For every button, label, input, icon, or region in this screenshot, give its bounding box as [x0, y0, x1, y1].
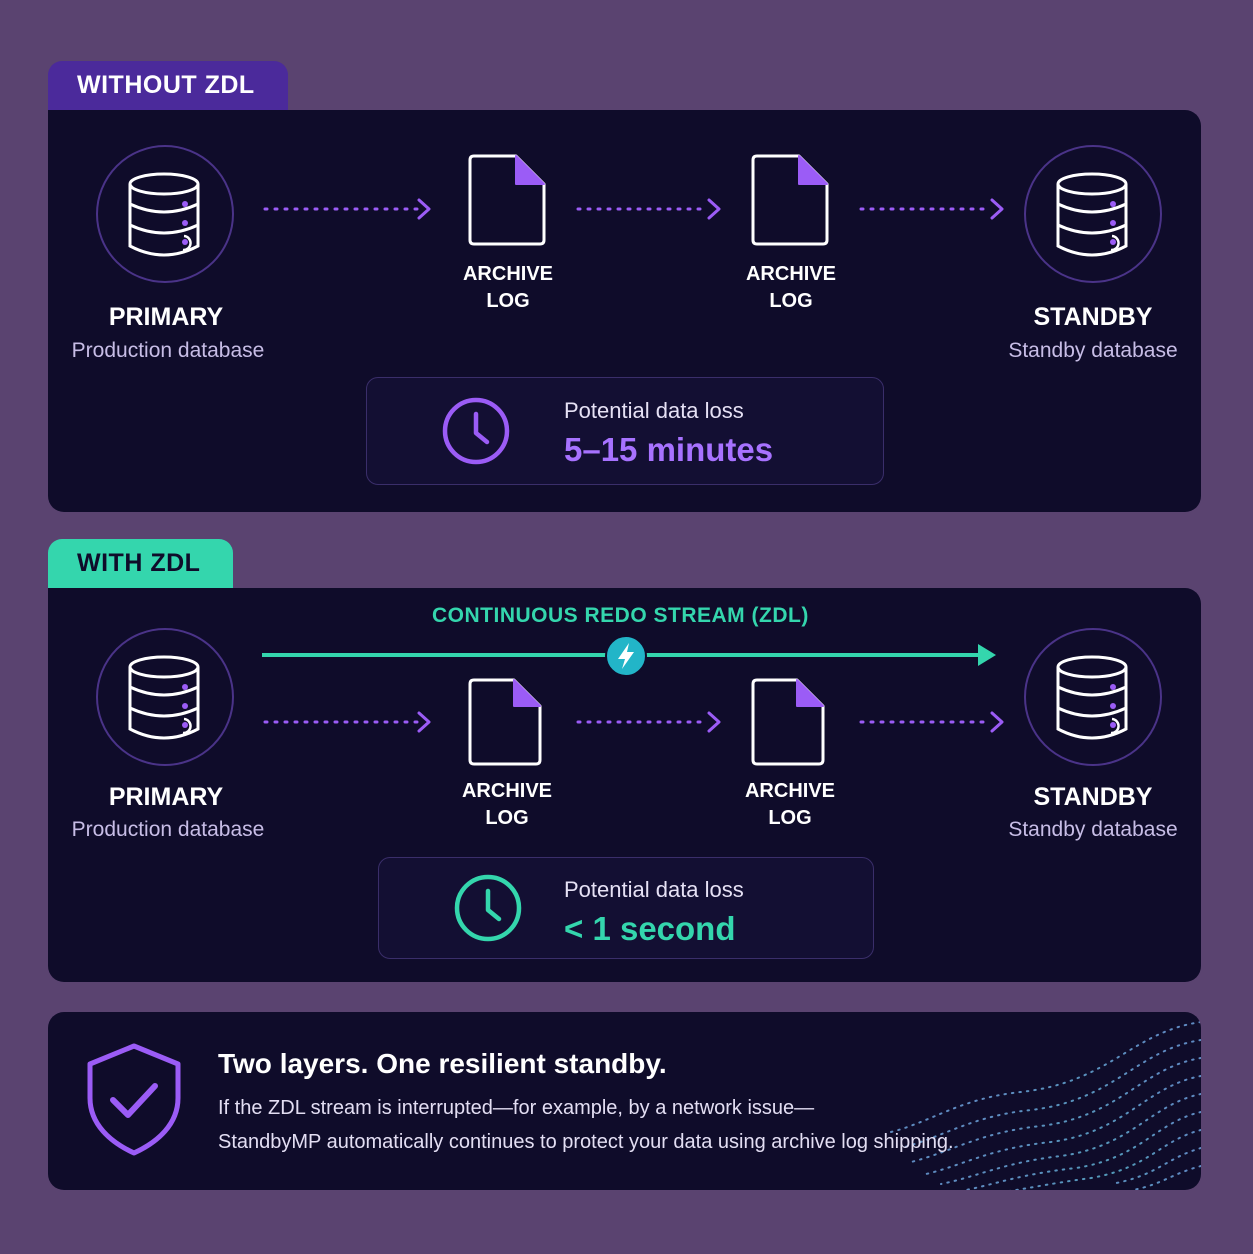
tab-without-zdl: WITHOUT ZDL — [48, 61, 288, 113]
database-icon — [1056, 655, 1128, 740]
primary-node — [96, 628, 234, 868]
primary-subtitle: Production database — [71, 339, 265, 362]
dotted-arrow — [859, 198, 1004, 220]
standby-title: STANDBY — [1033, 303, 1153, 331]
primary-title: PRIMARY — [108, 303, 224, 331]
data-loss-value: 5–15 minutes — [564, 431, 774, 468]
standby-title: STANDBY — [1033, 783, 1153, 811]
standby-subtitle: Standby database — [1008, 818, 1178, 841]
standby-subtitle: Standby database — [1008, 339, 1178, 362]
clock-icon — [454, 874, 522, 942]
tab-with-zdl: WITH ZDL — [48, 539, 233, 591]
lightning-icon — [605, 635, 647, 677]
document-icon — [468, 154, 546, 246]
clock-icon — [442, 397, 510, 465]
data-loss-label: Potential data loss — [564, 877, 744, 902]
archive-log-label: ARCHIVE LOG — [461, 780, 552, 829]
dot-wave-decoration — [890, 1021, 1201, 1190]
standby-node — [1024, 628, 1162, 868]
document-icon — [751, 154, 829, 246]
dotted-arrow — [576, 198, 721, 220]
database-icon — [1056, 172, 1128, 257]
data-loss-box: Potential data loss < 1 second — [378, 857, 874, 959]
primary-subtitle: Production database — [71, 818, 265, 841]
panel-with-zdl: CONTINUOUS REDO STREAM (ZDL) PRIMARY Pro… — [48, 588, 1201, 982]
stream-title: CONTINUOUS REDO STREAM (ZDL) — [432, 604, 809, 627]
dotted-arrow — [263, 711, 431, 733]
archive-log-label: ARCHIVE LOG — [745, 263, 836, 312]
summary-title: Two layers. One resilient standby. — [218, 1048, 667, 1079]
data-loss-label: Potential data loss — [564, 398, 744, 423]
document-icon — [751, 678, 825, 766]
archive-log-label: ARCHIVE LOG — [744, 780, 835, 829]
summary-line-1: If the ZDL stream is interrupted—for exa… — [218, 1097, 815, 1119]
summary-line-2: StandbyMP automatically continues to pro… — [218, 1131, 954, 1153]
primary-title: PRIMARY — [108, 783, 224, 811]
dotted-arrow — [576, 711, 721, 733]
database-icon — [128, 655, 200, 740]
primary-node — [96, 145, 234, 385]
archive-log-label: ARCHIVE LOG — [462, 263, 553, 312]
dotted-arrow — [263, 198, 431, 220]
document-icon — [468, 678, 542, 766]
standby-node — [1024, 145, 1162, 385]
shield-check-icon — [87, 1043, 181, 1156]
panel-without-zdl: PRIMARY Production database ARCHIVE LOG … — [48, 110, 1201, 512]
database-icon — [128, 172, 200, 257]
resilience-summary-panel: Two layers. One resilient standby. If th… — [48, 1012, 1201, 1190]
data-loss-value: < 1 second — [564, 910, 736, 947]
data-loss-box: Potential data loss 5–15 minutes — [366, 377, 884, 485]
dotted-arrow — [859, 711, 1004, 733]
